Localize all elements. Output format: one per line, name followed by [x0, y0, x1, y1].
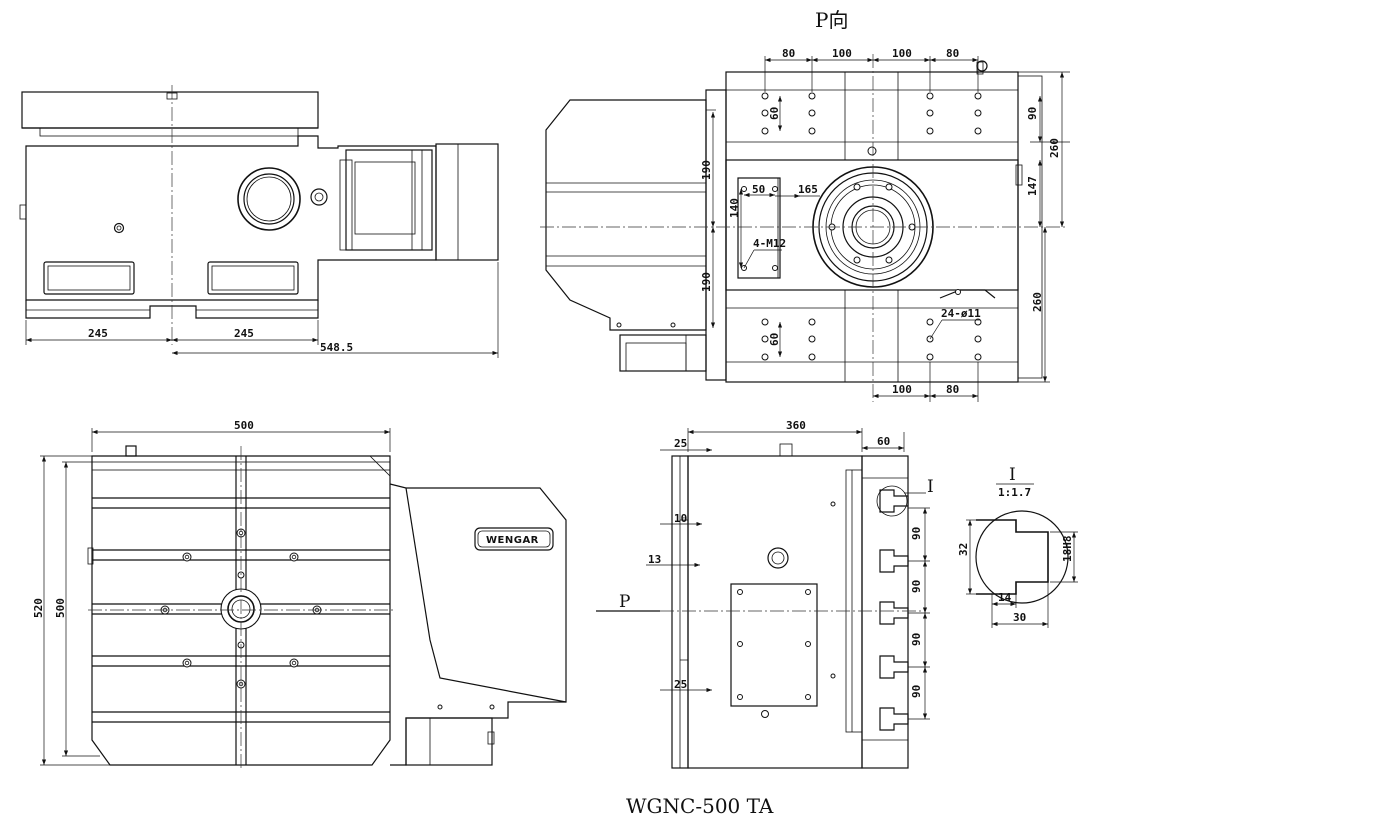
top-view: WENGAR 500 520 500: [32, 419, 567, 770]
detail-dim-30: 30: [1013, 611, 1026, 624]
top-dim-500v: 500: [54, 598, 67, 618]
top-dim-500: 500: [234, 419, 254, 432]
front-dim-total: 548.5: [320, 341, 353, 354]
side-dim-60: 60: [877, 435, 890, 448]
side-p-label: P: [619, 592, 630, 612]
side-dim-25-bot: 25: [674, 678, 687, 691]
side-dim-25-top: 25: [674, 437, 687, 450]
p-top-dim-3: 100: [892, 47, 912, 60]
p-right-dim-260a: 260: [1048, 138, 1061, 158]
detail-dim-18h8: 18H8: [1061, 536, 1074, 563]
p-right-dim-147: 147: [1026, 176, 1039, 196]
front-dim-left: 245: [88, 327, 108, 340]
brand-logo: WENGAR: [486, 535, 539, 546]
p-left-dim-190b: 190: [700, 272, 713, 292]
detail-i: I 1:1.7 18H8 32 14 30: [957, 465, 1078, 628]
p-view: 80 100 100 80 100 80 90 260 147 260 190 …: [540, 47, 1070, 402]
p-right-dim-260b: 260: [1031, 292, 1044, 312]
p-view-holes: [741, 92, 982, 361]
p-dim-60a: 60: [768, 107, 781, 120]
p-top-dim-4: 80: [946, 47, 959, 60]
detail-dim-32: 32: [957, 543, 970, 556]
p-dim-50: 50: [752, 183, 765, 196]
side-pitch-2: 90: [910, 580, 923, 593]
side-pitch-4: 90: [910, 685, 923, 698]
p-dim-165: 165: [798, 183, 818, 196]
p-bot-dim-2: 80: [946, 383, 959, 396]
side-dim-10: 10: [674, 512, 687, 525]
p-left-dim-140: 140: [728, 198, 741, 218]
side-dim-360: 360: [786, 419, 806, 432]
p-dim-holes: 24-ø11: [941, 307, 981, 320]
side-dim-13: 13: [648, 553, 661, 566]
side-view: P 360 60 25 10 13 25 90 90 90 90 I: [596, 419, 934, 769]
view-p-title: P向: [815, 8, 848, 32]
top-dim-520: 520: [32, 598, 45, 618]
p-dim-60b: 60: [768, 333, 781, 346]
front-dim-mid: 245: [234, 327, 254, 340]
p-right-dim-90: 90: [1026, 107, 1039, 120]
p-top-dim-1: 80: [782, 47, 795, 60]
side-detail-ref: I: [927, 477, 934, 497]
p-top-dim-2: 100: [832, 47, 852, 60]
detail-scale: 1:1.7: [998, 486, 1031, 499]
model-title: WGNC-500 TA: [626, 794, 774, 818]
p-bot-dim-1: 100: [892, 383, 912, 396]
p-dim-m12: 4-M12: [753, 237, 786, 250]
detail-title: I: [1009, 465, 1016, 485]
side-pitch-1: 90: [910, 527, 923, 540]
p-left-dim-190a: 190: [700, 160, 713, 180]
side-pitch-3: 90: [910, 633, 923, 646]
front-view: 245 245 548.5: [19, 85, 499, 358]
detail-dim-14: 14: [998, 591, 1012, 604]
